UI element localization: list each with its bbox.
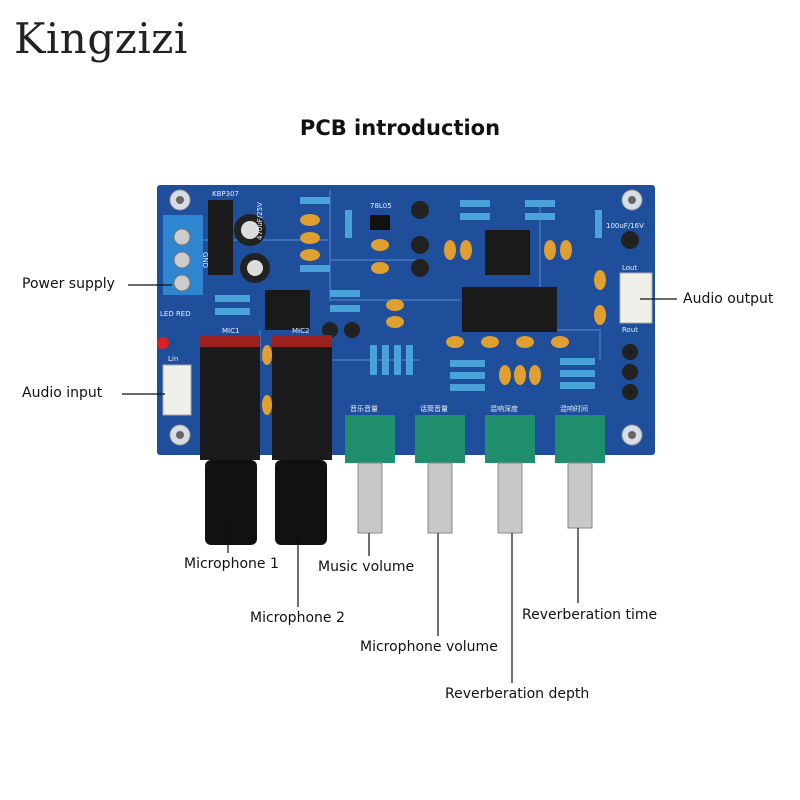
silk-lout: Lout <box>622 264 637 272</box>
silk-cap1: 100uF/16V <box>606 222 644 230</box>
ic-chip <box>265 290 310 330</box>
silk-pot3: 混响深度 <box>490 404 518 413</box>
label-audio-output: Audio output <box>683 291 774 307</box>
silk-gnd: GND <box>201 252 209 268</box>
pot-music-volume <box>345 415 395 534</box>
silk-bridge: KBP307 <box>212 190 239 198</box>
label-microphone-2: Microphone 2 <box>250 610 345 626</box>
led-red <box>157 337 169 349</box>
silk-pot2: 话筒音量 <box>420 404 448 413</box>
label-music-volume: Music volume <box>318 559 415 575</box>
silk-pot1: 音乐音量 <box>350 404 378 413</box>
bridge-rectifier <box>208 200 233 275</box>
label-power-supply: Power supply <box>22 276 115 292</box>
silk-led: LED RED <box>160 310 191 318</box>
label-microphone-1: Microphone 1 <box>184 556 279 572</box>
silk-mic1: MIC1 <box>222 327 239 335</box>
microphone-jack-2 <box>272 335 332 545</box>
brand-logo: Kingzizi <box>14 14 188 63</box>
silk-pot4: 混响时间 <box>560 404 588 413</box>
label-reverberation-time: Reverberation time <box>522 607 658 623</box>
power-terminal-block <box>163 215 203 295</box>
audio-input-connector <box>162 364 192 416</box>
ic-chip <box>462 287 557 332</box>
label-audio-input: Audio input <box>22 385 103 401</box>
label-reverberation-depth: Reverberation depth <box>445 686 590 702</box>
silk-mic2: MIC2 <box>292 327 309 335</box>
potentiometers <box>345 415 605 534</box>
leader-lines <box>122 284 677 683</box>
silk-regulator: 78L05 <box>370 202 392 210</box>
page-title: PCB introduction <box>299 116 501 140</box>
microphone-jack-1 <box>200 335 260 545</box>
silk-lin: Lin <box>168 355 178 363</box>
pot-reverberation-depth <box>485 415 535 534</box>
silk-rout: Rout <box>622 326 638 334</box>
pot-microphone-volume <box>415 415 465 534</box>
pot-reverberation-time <box>555 415 605 529</box>
audio-output-connector <box>619 272 653 324</box>
label-microphone-volume: Microphone volume <box>360 639 498 655</box>
ic-chip <box>485 230 530 275</box>
silk-cap2: 470uF/25V <box>256 202 264 240</box>
